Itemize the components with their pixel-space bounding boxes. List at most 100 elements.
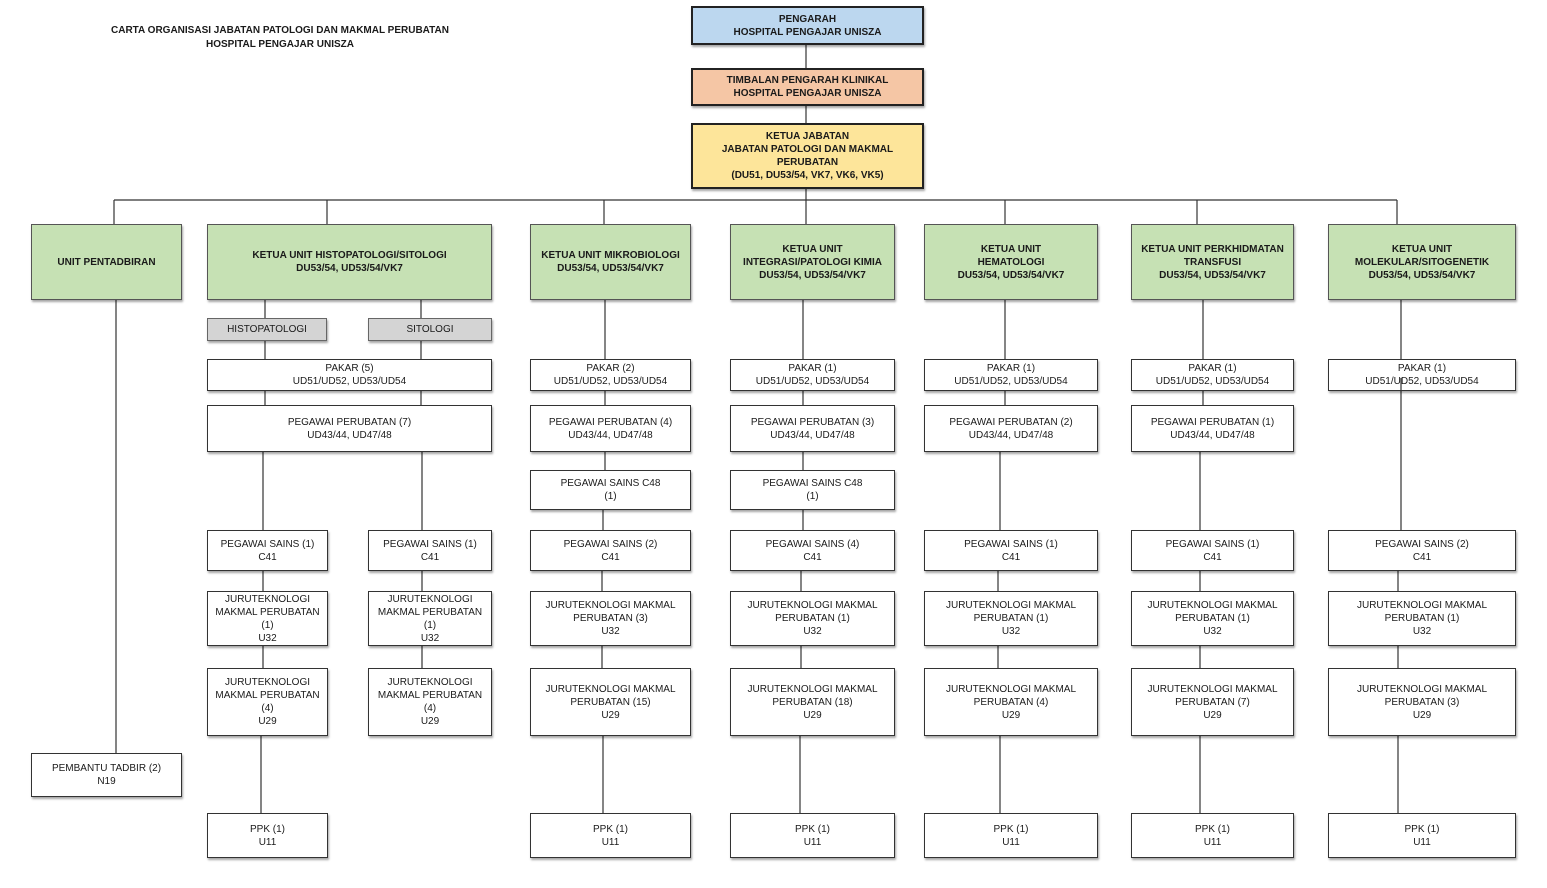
kimia-juruteknologi-u32-box-line-3: U32 (803, 626, 822, 637)
kimia-juruteknologi-u32-box-line-2: PERUBATAN (1) (775, 613, 850, 624)
unit-head-patologi-kimia-line-3: DU53/54, UD53/54/VK7 (759, 269, 866, 281)
unit-head-transfusi-line-2: TRANSFUSI (1183, 256, 1242, 268)
hema-juruteknologi-u32-box-line-3: U32 (1001, 626, 1021, 637)
kimia-pakar-box: PAKAR (1) UD51/UD52, UD53/UD54 (730, 359, 895, 391)
hema-juruteknologi-u29-box-line-1: JURUTEKNOLOGI MAKMAL (945, 683, 1077, 695)
sito-pegawai-sains-box-line-2: C41 (420, 551, 440, 563)
unit-head-transfusi-line-3: DU53/54, UD53/54/VK7 (1159, 269, 1266, 281)
kimia-ppk-box-line-1: PPK (1) (794, 823, 830, 835)
hema-juruteknologi-u29-box-line-2: PERUBATAN (4) (973, 696, 1049, 708)
hema-juruteknologi-u29-box-line-3: U29 (1001, 709, 1021, 721)
mikro-pegawai-sains-c48-box-line-1: PEGAWAI SAINS C48 (560, 478, 661, 489)
histo-pakar-box-line-2: UD51/UD52, UD53/UD54 (292, 376, 407, 387)
sito-juruteknologi-u32-box-line-4: U32 (420, 632, 440, 644)
transfusi-pegawai-perubatan-box: PEGAWAI PERUBATAN (1)UD43/44, UD47/48 (1131, 405, 1294, 452)
mikro-juruteknologi-u32-box-line-3: U32 (601, 626, 620, 637)
mikro-juruteknologi-u29-box-line-2: PERUBATAN (15) (570, 696, 651, 708)
molekular-pakar-box-line-1: PAKAR (1) (1397, 363, 1447, 374)
mikro-juruteknologi-u29-box-line-3: U29 (601, 709, 620, 721)
histo-juruteknologi-u29-box-line-3: (4) (261, 703, 274, 714)
hema-pegawai-perubatan-box-line-2: UD43/44, UD47/48 (968, 429, 1054, 441)
unit-head-patologi-kimia-line-1: KETUA UNIT (782, 243, 843, 255)
kimia-pakar-box-line-1: PAKAR (1) (788, 363, 837, 374)
sito-pegawai-sains-box-line-1: PEGAWAI SAINS (1) (383, 538, 477, 550)
section-histopatologi-line-1: HISTOPATOLOGI (227, 324, 307, 335)
unit-head-molekular-line-1: KETUA UNIT (1391, 243, 1453, 255)
hema-pegawai-sains-box-line-1: PEGAWAI SAINS (1) (964, 538, 1058, 550)
mikro-pegawai-perubatan-box-line-1: PEGAWAI PERUBATAN (4) (548, 416, 673, 428)
hema-pegawai-perubatan-box: PEGAWAI PERUBATAN (2)UD43/44, UD47/48 (924, 405, 1098, 452)
histo-juruteknologi-u32-box-line-2: MAKMAL PERUBATAN (215, 606, 320, 618)
histo-ppk-box: PPK (1)U11 (207, 813, 328, 858)
department-head-box-line-3: PERUBATAN (776, 157, 839, 168)
molekular-pegawai-sains-box: PEGAWAI SAINS (2)C41 (1328, 530, 1516, 571)
sito-juruteknologi-u32-box-line-1: JURUTEKNOLOGI (387, 593, 473, 605)
transfusi-ppk-box: PPK (1)U11 (1131, 813, 1294, 858)
kimia-juruteknologi-u29-box-line-3: U29 (803, 709, 822, 721)
mikro-pegawai-sains-box-line-2: C41 (601, 551, 620, 563)
chart-title-line-2: HOSPITAL PENGAJAR UNISZA (206, 39, 354, 50)
hema-pegawai-sains-box-line-2: C41 (1001, 551, 1021, 563)
molekular-juruteknologi-u32-box-line-2: PERUBATAN (1) (1384, 613, 1460, 624)
hema-ppk-box: PPK (1)U11 (924, 813, 1098, 858)
transfusi-pegawai-sains-box: PEGAWAI SAINS (1)C41 (1131, 530, 1294, 571)
unit-head-molekular-line-2: MOLEKULAR/SITOGENETIK (1354, 256, 1490, 268)
mikro-pegawai-sains-box-line-1: PEGAWAI SAINS (2) (563, 538, 658, 550)
molekular-pegawai-sains-box-line-1: PEGAWAI SAINS (2) (1375, 538, 1469, 550)
sito-juruteknologi-u29-box-line-3: (4) (423, 703, 437, 714)
molekular-pegawai-sains-box-line-2: C41 (1412, 551, 1432, 563)
mikro-pegawai-sains-box: PEGAWAI SAINS (2)C41 (530, 530, 691, 571)
transfusi-juruteknologi-u29-box-line-3: U29 (1203, 709, 1222, 721)
director-box-line-1: PENGARAH (778, 13, 837, 25)
mikro-ppk-box: PPK (1)U11 (530, 813, 691, 858)
histo-ppk-box-line-1: PPK (1) (249, 823, 285, 835)
molekular-juruteknologi-u29-box-line-1: JURUTEKNOLOGI MAKMAL (1356, 683, 1488, 695)
kimia-pegawai-sains-c48-box-line-1: PEGAWAI SAINS C48 (762, 478, 863, 489)
histo-pakar-box-line-1: PAKAR (5) (325, 363, 374, 374)
kimia-pakar-box-line-2: UD51/UD52, UD53/UD54 (755, 376, 870, 387)
section-sitologi: SITOLOGI (368, 318, 492, 341)
unit-head-histopatologi-sitologi-line-1: KETUA UNIT HISTOPATOLOGI/SITOLOGI (252, 250, 447, 261)
mikro-pegawai-perubatan-box: PEGAWAI PERUBATAN (4)UD43/44, UD47/48 (530, 405, 691, 452)
molekular-ppk-box-line-1: PPK (1) (1404, 823, 1440, 835)
mikro-pakar-box-line-2: UD51/UD52, UD53/UD54 (553, 376, 668, 387)
unit-head-hematologi-line-3: DU53/54, UD53/54/VK7 (957, 269, 1065, 281)
histo-pegawai-sains-box: PEGAWAI SAINS (1)C41 (207, 530, 328, 571)
pembantu-tadbir-box-line-2: N19 (97, 776, 116, 787)
pembantu-tadbir-box: PEMBANTU TADBIR (2)N19 (31, 753, 182, 797)
histo-juruteknologi-u29-box-line-1: JURUTEKNOLOGI (224, 677, 310, 688)
histo-juruteknologi-u32-box-line-3: (1) (261, 619, 274, 631)
kimia-ppk-box-line-2: U11 (803, 836, 822, 848)
molekular-juruteknologi-u29-box-line-2: PERUBATAN (3) (1384, 696, 1460, 708)
mikro-ppk-box-line-2: U11 (601, 836, 620, 848)
chart-title-line-1: CARTA ORGANISASI JABATAN PATOLOGI DAN MA… (111, 25, 449, 36)
mikro-pegawai-sains-c48-box-line-2: (1) (604, 491, 617, 502)
molekular-ppk-box-line-2: U11 (1413, 836, 1431, 848)
deputy-director-box-line-1: TIMBALAN PENGARAH KLINIKAL (726, 75, 889, 86)
transfusi-ppk-box-line-2: U11 (1203, 836, 1222, 848)
hema-ppk-box-line-1: PPK (1) (993, 823, 1029, 835)
mikro-ppk-box-line-1: PPK (1) (592, 823, 628, 835)
mikro-pakar-box: PAKAR (2)UD51/UD52, UD53/UD54 (530, 359, 691, 391)
kimia-juruteknologi-u29-box-line-2: PERUBATAN (18) (772, 696, 853, 708)
transfusi-pakar-box-line-2: UD51/UD52, UD53/UD54 (1155, 376, 1270, 387)
kimia-pegawai-sains-box-line-1: PEGAWAI SAINS (4) (765, 538, 860, 550)
kimia-ppk-box: PPK (1)U11 (730, 813, 895, 858)
hema-pakar-box: PAKAR (1)UD51/UD52, UD53/UD54 (924, 359, 1098, 391)
unit-head-patologi-kimia-line-2: INTEGRASI/PATOLOGI KIMIA (743, 256, 882, 268)
transfusi-pakar-box-line-1: PAKAR (1) (1188, 363, 1237, 374)
histo-juruteknologi-u29-box-line-4: U29 (258, 716, 277, 727)
